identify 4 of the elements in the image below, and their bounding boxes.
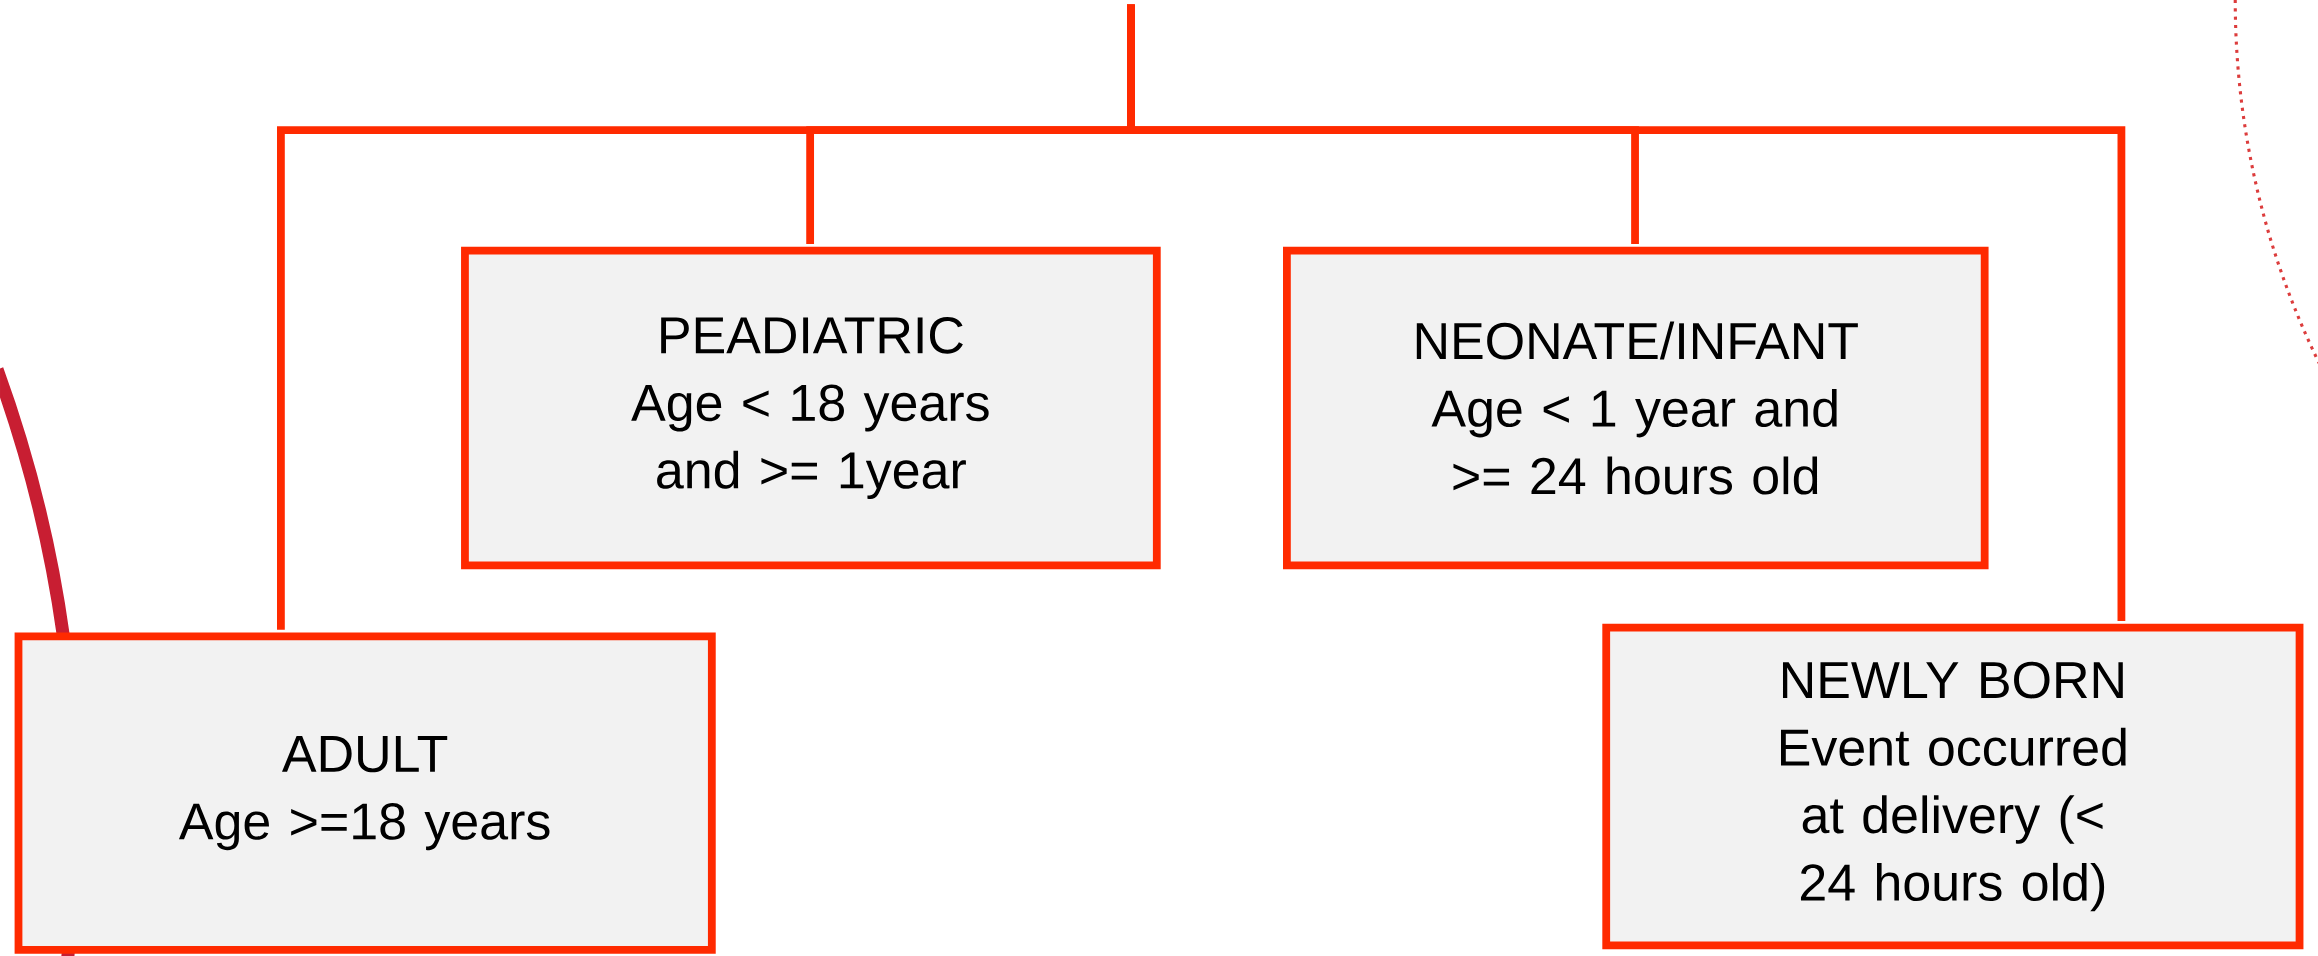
category-box: PEADIATRIC Age < 18 years and >= 1year [461, 246, 1161, 570]
category-box: ADULT Age >=18 years [14, 632, 716, 954]
category-box: NEWLY BORN Event occurred at delivery (< 24 hours old) [1602, 623, 2304, 950]
category-box: NEONATE/INFANT Age < 1 year and >= 24 hours old [1283, 246, 1989, 570]
